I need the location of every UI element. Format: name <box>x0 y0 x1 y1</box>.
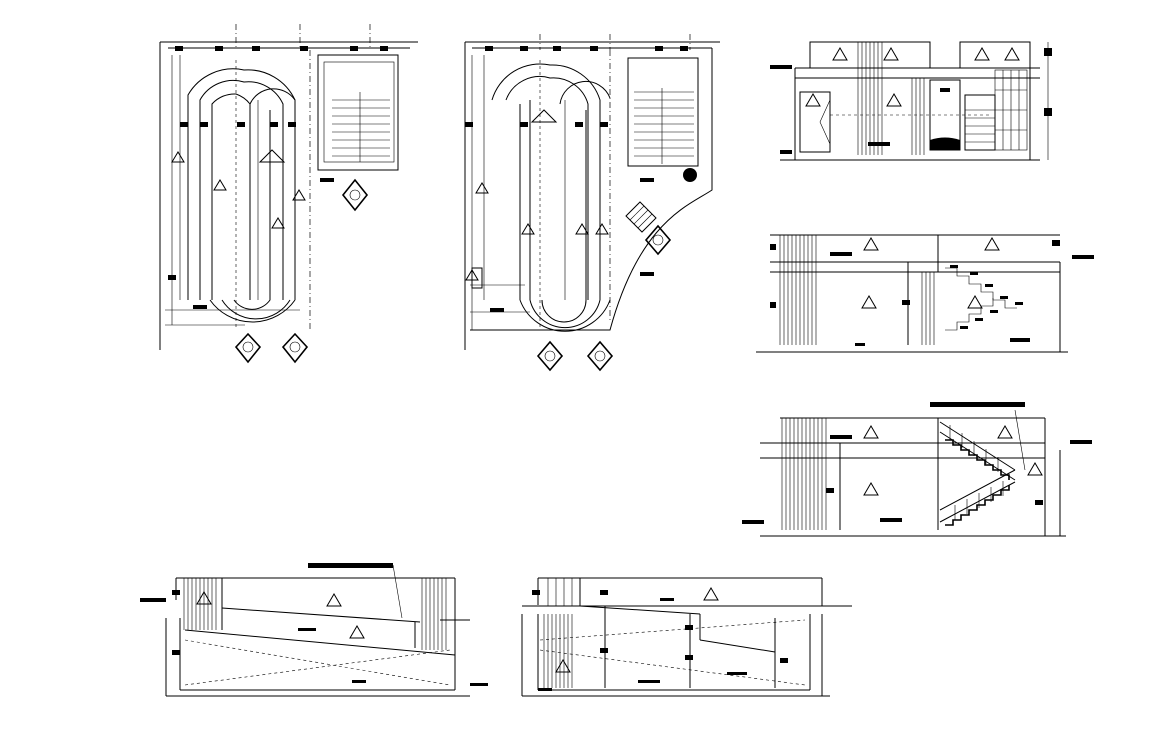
vertical-hatch <box>779 235 935 345</box>
plan-right <box>464 34 720 372</box>
stair-treads-right <box>634 88 694 164</box>
vertical-hatch <box>183 578 447 650</box>
stair-flight-lower <box>939 469 1016 526</box>
grid-panel <box>994 69 1028 151</box>
section-marker <box>234 178 369 364</box>
plan-left <box>159 24 418 364</box>
vertical-hatch <box>543 578 573 688</box>
elevation-top <box>770 41 1052 161</box>
stair-treads-left <box>332 92 390 162</box>
section-ramp-left <box>140 563 488 697</box>
section-ramp-right <box>521 577 852 697</box>
stair-steps-dashed <box>945 265 1023 331</box>
hatched-steps <box>625 201 657 233</box>
stair-rungs-elev <box>965 109 995 143</box>
stair-flight-upper <box>939 421 1016 481</box>
vertical-hatch <box>781 418 827 530</box>
section-marker <box>536 224 672 372</box>
section-stair <box>742 402 1092 537</box>
vertical-hatch <box>857 42 925 155</box>
section-middle <box>756 234 1094 353</box>
